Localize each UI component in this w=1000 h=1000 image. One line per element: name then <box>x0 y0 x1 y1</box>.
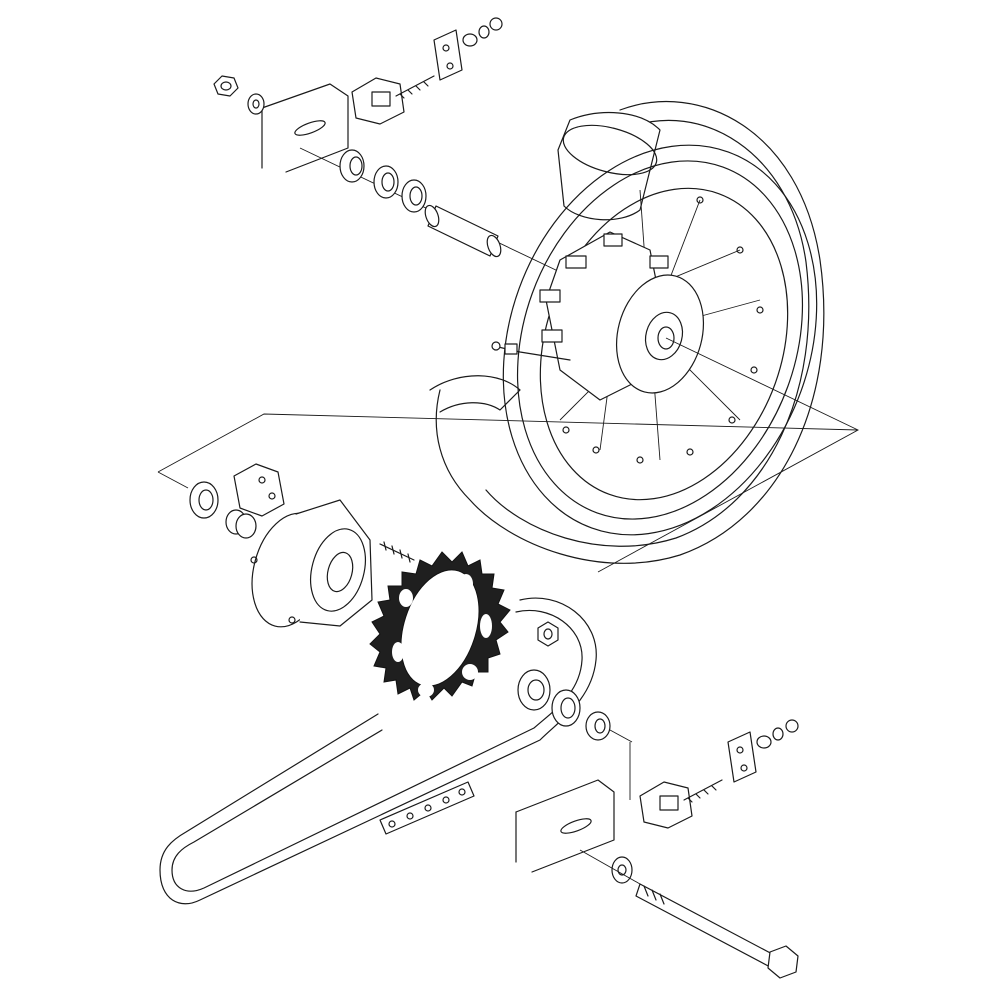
chain-adjuster-left <box>351 75 435 125</box>
axle-spacer-tube <box>424 204 502 258</box>
axle-collar <box>225 509 257 539</box>
sprocket-stud <box>379 541 415 563</box>
chain-master-link <box>379 781 475 835</box>
nut-washer-lower <box>756 719 799 749</box>
rim-band <box>562 196 764 464</box>
wheel-bearing-upper-a <box>373 165 399 199</box>
rear-axle <box>635 883 799 979</box>
wheel-bearing-right <box>517 669 551 711</box>
adjuster-bolt-lower <box>727 731 757 783</box>
wheel-hub <box>539 231 705 401</box>
rear-tire <box>429 101 825 564</box>
sprocket-carrier <box>250 499 373 628</box>
washer-upper <box>247 93 265 115</box>
damper-block <box>233 463 285 517</box>
swingarm-end-right <box>515 779 615 873</box>
drive-chain <box>159 597 597 905</box>
axle-collar-right <box>585 711 611 741</box>
oil-seal-upper <box>339 149 365 183</box>
swingarm-end-left <box>261 83 349 173</box>
adjuster-bolt-upper <box>433 29 463 81</box>
chain-adjuster-right <box>639 779 723 829</box>
oil-seal-right <box>551 689 581 727</box>
sprocket-nut <box>537 621 559 647</box>
nut-washer-upper <box>462 17 503 47</box>
wheel-bearing-upper-b <box>401 179 427 213</box>
axle-nut-upper <box>213 75 239 97</box>
wheel-bearing-lower <box>189 481 219 519</box>
valve-stem <box>491 341 571 361</box>
rear-sprocket <box>369 551 511 701</box>
